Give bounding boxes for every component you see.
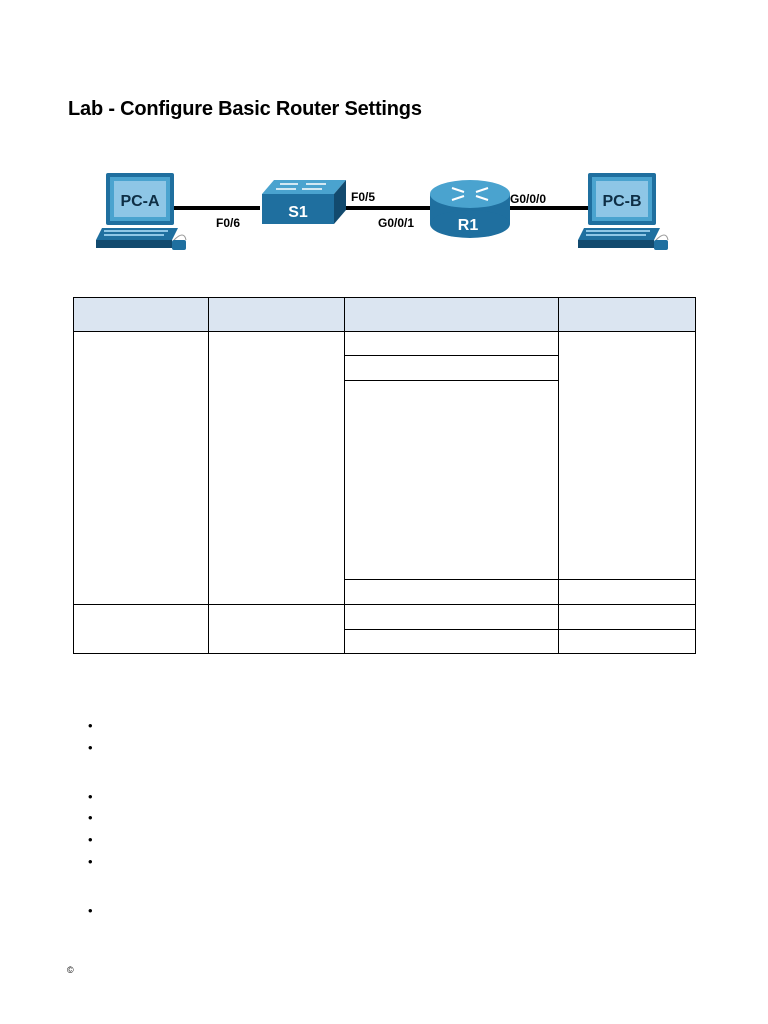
- addressing-table: [73, 296, 696, 655]
- copyright-symbol: ©: [67, 965, 74, 975]
- list-item: [88, 854, 688, 870]
- pc-b-icon: PC-B: [578, 173, 669, 250]
- list-item: [88, 789, 688, 805]
- table-row: [73, 603, 696, 655]
- pc-a-label: PC-A: [120, 193, 160, 210]
- table-header-cell: [73, 296, 209, 333]
- table-cell: [558, 628, 696, 655]
- table-row: [73, 331, 696, 605]
- port-label-s1-f05: F0/5: [351, 190, 375, 204]
- table-cell: [208, 603, 345, 655]
- table-cell: [73, 603, 209, 655]
- pc-a-icon: PC-A: [96, 173, 187, 250]
- page-title: Lab - Configure Basic Router Settings: [68, 98, 422, 120]
- list-item: [88, 832, 688, 848]
- table-cell: [558, 578, 696, 605]
- switch-s1-label: S1: [288, 204, 308, 221]
- table-cell: [344, 380, 559, 580]
- switch-s1-icon: S1: [262, 180, 346, 224]
- port-label-r1-g000: G0/0/0: [510, 192, 546, 206]
- table-cell: [344, 355, 559, 382]
- topology-diagram: PC-A S1 R1 PC-B F0/6 F0/5 G0/0: [96, 173, 669, 250]
- list-item: [88, 740, 688, 756]
- list-item: [88, 903, 688, 919]
- table-cell: [558, 603, 696, 630]
- table-cell: [558, 331, 696, 580]
- table-cell: [344, 578, 559, 605]
- list-item: [88, 810, 688, 826]
- table-cell: [73, 331, 209, 605]
- table-cell: [344, 628, 559, 655]
- table-header-cell: [344, 296, 559, 333]
- table-header-cell: [558, 296, 696, 333]
- table-cell: [344, 331, 559, 357]
- pc-b-label: PC-B: [602, 193, 641, 210]
- table-cell: [208, 331, 345, 605]
- port-label-s1-f06: F0/6: [216, 216, 240, 230]
- table-header-row: [73, 296, 696, 333]
- table-header-cell: [208, 296, 345, 333]
- table-row: [74, 380, 696, 580]
- router-r1-icon: R1: [430, 180, 510, 238]
- router-r1-label: R1: [458, 217, 479, 234]
- table-cell: [344, 603, 559, 630]
- table-row: [74, 355, 696, 382]
- table-row: [74, 578, 696, 605]
- list-item: [88, 718, 688, 734]
- table-row: [74, 628, 696, 655]
- port-label-r1-g001: G0/0/1: [378, 216, 414, 230]
